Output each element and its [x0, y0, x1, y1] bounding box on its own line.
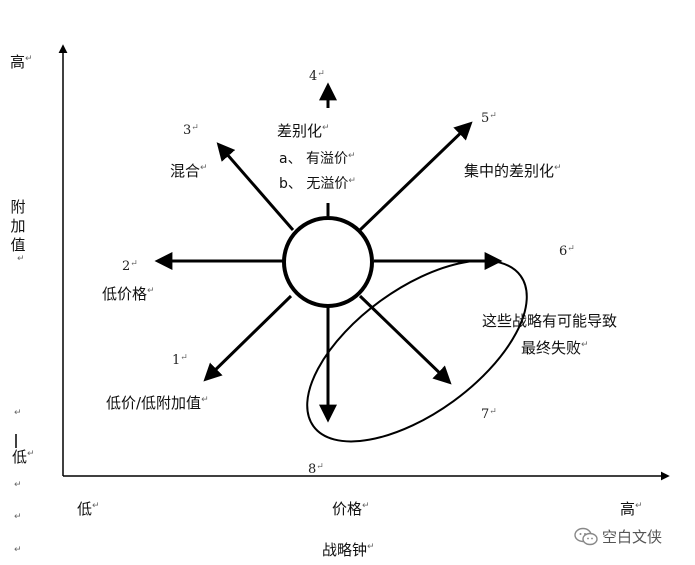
- route-number-5: 5↵: [481, 111, 497, 126]
- y-axis-high-label: 高↵: [10, 53, 33, 71]
- route-4-sub-b: b、 无溢价↵: [279, 176, 356, 192]
- paragraph-mark: ↵: [14, 408, 22, 418]
- paragraph-mark: ↵: [14, 512, 22, 522]
- failure-note-line-2: 最终失败↵: [521, 339, 589, 357]
- x-axis-low-label: 低↵: [77, 500, 100, 518]
- route-arrow-3: [216, 142, 295, 231]
- route-number-6: 6↵: [559, 244, 575, 259]
- paragraph-mark: ↵: [14, 545, 22, 555]
- route-number-2: 2↵: [122, 259, 138, 274]
- watermark: 空白文侠: [574, 526, 662, 547]
- route-arrow-1: [203, 294, 293, 382]
- x-axis-high-label: 高↵: [620, 500, 643, 518]
- paragraph-mark: ↵: [17, 254, 25, 264]
- route-arrow-7: [358, 294, 452, 385]
- y-axis-low-label: 低↵: [12, 448, 35, 466]
- diagram-title: 战略钟↵: [322, 541, 375, 559]
- route-4-sub-a: a、 有溢价↵: [279, 151, 356, 167]
- y-axis-label-char: 加: [10, 217, 26, 235]
- route-number-1: 1↵: [172, 353, 188, 368]
- clock-hub: [282, 216, 374, 308]
- route-number-4: 4↵: [309, 69, 325, 84]
- route-number-3: 3↵: [183, 123, 199, 138]
- route-label-1: 低价/低附加值↵: [106, 394, 209, 412]
- failure-ellipse: [306, 259, 528, 443]
- route-label-3: 混合↵: [170, 162, 208, 180]
- y-axis-label: 附加值: [10, 198, 26, 255]
- y-axis-label-char: 值: [10, 236, 26, 254]
- route-label-5: 集中的差别化↵: [464, 162, 562, 180]
- route-arrow-5: [358, 121, 473, 232]
- failure-note-line-1: 这些战略有可能导致: [482, 312, 618, 330]
- x-axis-label: 价格↵: [332, 500, 370, 518]
- paragraph-mark: ↵: [14, 480, 22, 490]
- route-label-2: 低价格↵: [102, 285, 155, 303]
- y-axis-label-char: 附: [10, 198, 26, 216]
- route-number-7: 7↵: [481, 407, 497, 422]
- route-label-4: 差别化↵: [277, 122, 330, 140]
- route-number-8: 8↵: [308, 462, 324, 477]
- watermark-text: 空白文侠: [602, 528, 663, 546]
- wechat-icon: [574, 527, 598, 545]
